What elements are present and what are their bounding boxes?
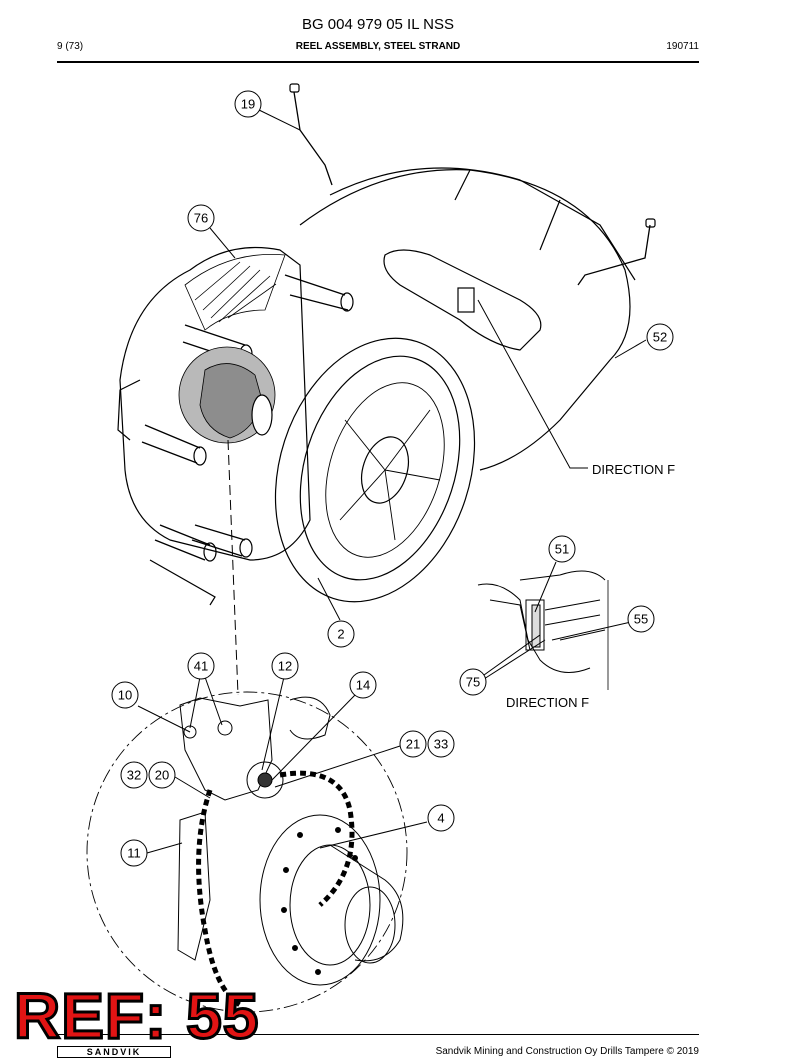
callout-55: 55 xyxy=(627,605,655,633)
detail-f-drawing xyxy=(477,561,632,690)
callout-76-label: 76 xyxy=(194,211,208,226)
direction-f-detail-label: DIRECTION F xyxy=(506,695,589,710)
callout-19-label: 19 xyxy=(241,97,255,112)
callout-75: 75 xyxy=(459,668,487,696)
callout-4-label: 4 xyxy=(437,811,444,826)
callout-12: 12 xyxy=(271,652,299,680)
callout-32-label: 32 xyxy=(127,768,141,783)
callout-11: 11 xyxy=(120,839,148,867)
callout-55-label: 55 xyxy=(634,612,648,627)
callout-2-label: 2 xyxy=(337,627,344,642)
callout-33: 33 xyxy=(427,730,455,758)
callout-10-label: 10 xyxy=(118,688,132,703)
direction-f-label: DIRECTION F xyxy=(592,462,675,477)
callout-21: 21 xyxy=(399,730,427,758)
reel-assembly-drawing xyxy=(117,83,656,606)
document-title: BG 004 979 05 IL NSS xyxy=(301,16,455,33)
footer-copyright: Sandvik Mining and Construction Oy Drill… xyxy=(435,1046,699,1057)
callout-10: 10 xyxy=(111,681,139,709)
callout-20: 20 xyxy=(148,761,176,789)
callout-76: 76 xyxy=(187,204,215,232)
document-date: 190711 xyxy=(666,41,699,52)
callout-2: 2 xyxy=(327,620,355,648)
callout-33-label: 33 xyxy=(434,737,448,752)
callout-20-label: 20 xyxy=(155,768,169,783)
callout-51-label: 51 xyxy=(555,542,569,557)
page-number: 9 (73) xyxy=(57,41,84,52)
callout-14: 14 xyxy=(349,671,377,699)
callout-51: 51 xyxy=(548,535,576,563)
callout-52: 52 xyxy=(646,323,674,351)
footer-rule xyxy=(57,1034,699,1035)
callout-75-label: 75 xyxy=(466,675,480,690)
guard-hatching xyxy=(184,254,286,331)
callout-4: 4 xyxy=(427,804,455,832)
callout-41: 41 xyxy=(187,652,215,680)
callout-32: 32 xyxy=(120,761,148,789)
callout-21-label: 21 xyxy=(406,737,420,752)
page-subtitle: REEL ASSEMBLY, STEEL STRAND xyxy=(295,41,461,52)
callout-14-label: 14 xyxy=(356,678,370,693)
callout-19: 19 xyxy=(234,90,262,118)
detail-chain-drive xyxy=(86,676,428,1013)
ref-overlay-label: REF: 55 xyxy=(12,980,260,1052)
leader-lines xyxy=(209,108,647,696)
callout-41-label: 41 xyxy=(194,659,208,674)
callout-12-label: 12 xyxy=(278,659,292,674)
callout-52-label: 52 xyxy=(653,330,667,345)
callout-11-label: 11 xyxy=(127,846,141,861)
header-rule xyxy=(57,61,699,63)
